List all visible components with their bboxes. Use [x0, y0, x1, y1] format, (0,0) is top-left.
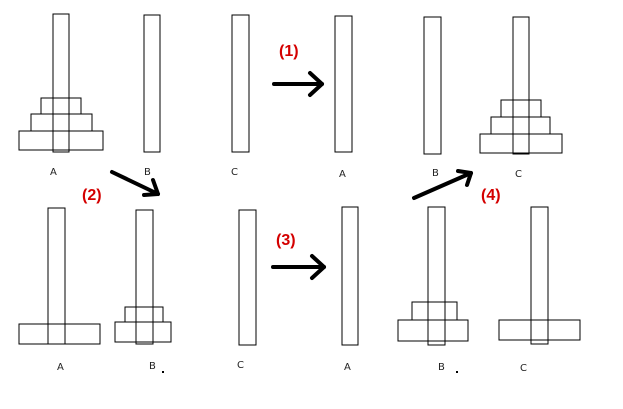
peg-b [427, 206, 446, 346]
arrow-4 [412, 169, 473, 200]
step-label-4: (4) [481, 187, 501, 204]
peg-label-a: A [344, 362, 351, 373]
peg-label-c: C [515, 169, 522, 180]
peg-b [423, 16, 442, 155]
disk-large [18, 323, 101, 345]
state-4: A B C [341, 206, 581, 374]
dot-mark [162, 371, 164, 373]
peg-c [512, 16, 530, 155]
peg-label-b: B [144, 167, 151, 178]
peg-c [530, 206, 549, 345]
disk-large [498, 319, 581, 341]
step-label-1: (1) [279, 43, 299, 60]
state-3: A B C [18, 207, 257, 373]
peg-label-b: B [149, 361, 156, 372]
arrow-1 [272, 71, 324, 97]
peg-b [143, 14, 161, 153]
peg-c [238, 209, 257, 346]
peg-label-c: C [520, 363, 527, 374]
arrow-3 [271, 254, 326, 280]
arrow-2 [110, 170, 160, 197]
peg-a [334, 15, 353, 153]
peg-a [52, 13, 70, 153]
disk-medium [114, 321, 172, 343]
peg-label-a: A [339, 169, 346, 180]
peg-label-a: A [57, 362, 64, 373]
disk-small [500, 99, 542, 118]
step-label-3: (3) [276, 232, 296, 249]
peg-label-c: C [237, 360, 244, 371]
peg-a [341, 206, 359, 346]
peg-label-b: B [438, 362, 445, 373]
disk-large [479, 133, 563, 154]
disk-medium [30, 113, 93, 132]
state-2: A B C [334, 15, 563, 180]
disk-small [411, 301, 458, 321]
state-1: A B C [18, 13, 250, 178]
peg-label-a: A [50, 167, 57, 178]
disk-small [40, 97, 82, 115]
disk-medium [490, 116, 551, 135]
disk-small [124, 306, 164, 323]
disk-medium [397, 319, 469, 342]
peg-b [135, 209, 154, 345]
step-label-2: (2) [82, 187, 102, 204]
dot-mark [456, 371, 458, 373]
peg-c [231, 14, 250, 153]
disk-large [18, 130, 104, 151]
peg-label-c: C [231, 167, 238, 178]
peg-label-b: B [432, 168, 439, 179]
